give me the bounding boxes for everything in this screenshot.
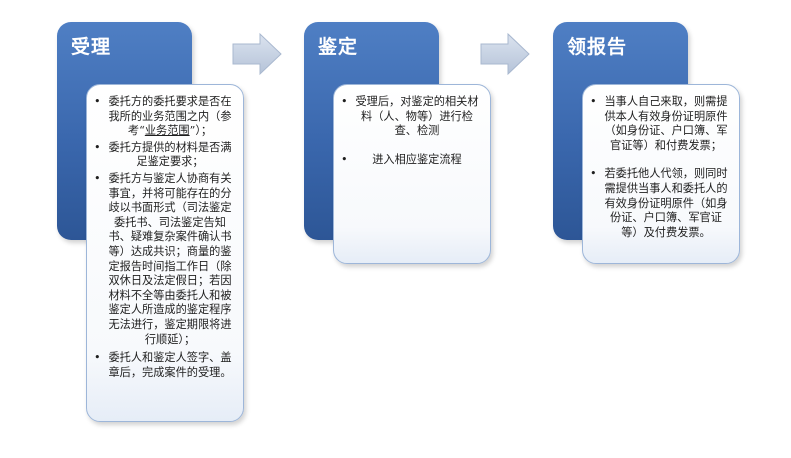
report-item-1: 当事人自己来取，则需提供本人有效身份证明原件（如身份证、户口簿、军官证等）和付费… [589, 95, 729, 153]
stage-title-appraisal: 鉴定 [318, 36, 359, 58]
stage-card-accept: 委托方的委托要求是否在我所的业务范围之内（参考“业务范围”）； 委托方提供的材料… [86, 84, 244, 422]
accept-item-3: 委托方与鉴定人协商有关事宜，并将可能存在的分歧以书面形式（司法鉴定委托书、司法鉴… [93, 172, 233, 347]
accept-item-1: 委托方的委托要求是否在我所的业务范围之内（参考“业务范围”）； [93, 95, 233, 139]
stage-card-report: 当事人自己来取，则需提供本人有效身份证明原件（如身份证、户口簿、军官证等）和付费… [582, 84, 740, 264]
arrow-right-icon [480, 32, 530, 76]
stage-title-accept: 受理 [71, 36, 112, 58]
accept-item-2: 委托方提供的材料是否满足鉴定要求； [93, 141, 233, 170]
report-list: 当事人自己来取，则需提供本人有效身份证明原件（如身份证、户口簿、军官证等）和付费… [589, 95, 729, 240]
arrow-right-icon [232, 32, 282, 76]
accept-list: 委托方的委托要求是否在我所的业务范围之内（参考“业务范围”）； 委托方提供的材料… [93, 95, 233, 380]
stage-title-report: 领报告 [567, 36, 628, 58]
business-scope-link[interactable]: 业务范围 [144, 124, 190, 138]
stage-card-appraisal: 受理后，对鉴定的相关材料（人、物等）进行检查、检测 进入相应鉴定流程 [333, 84, 491, 264]
accept-item-4: 委托人和鉴定人签字、盖章后，完成案件的受理。 [93, 351, 233, 380]
appraisal-list: 受理后，对鉴定的相关材料（人、物等）进行检查、检测 进入相应鉴定流程 [340, 95, 480, 167]
report-item-2: 若委托他人代领，则同时需提供当事人和委托人的有效身份证明原件（如身份证、户口簿、… [589, 167, 729, 240]
appraisal-item-2: 进入相应鉴定流程 [340, 153, 480, 168]
appraisal-item-1: 受理后，对鉴定的相关材料（人、物等）进行检查、检测 [340, 95, 480, 139]
